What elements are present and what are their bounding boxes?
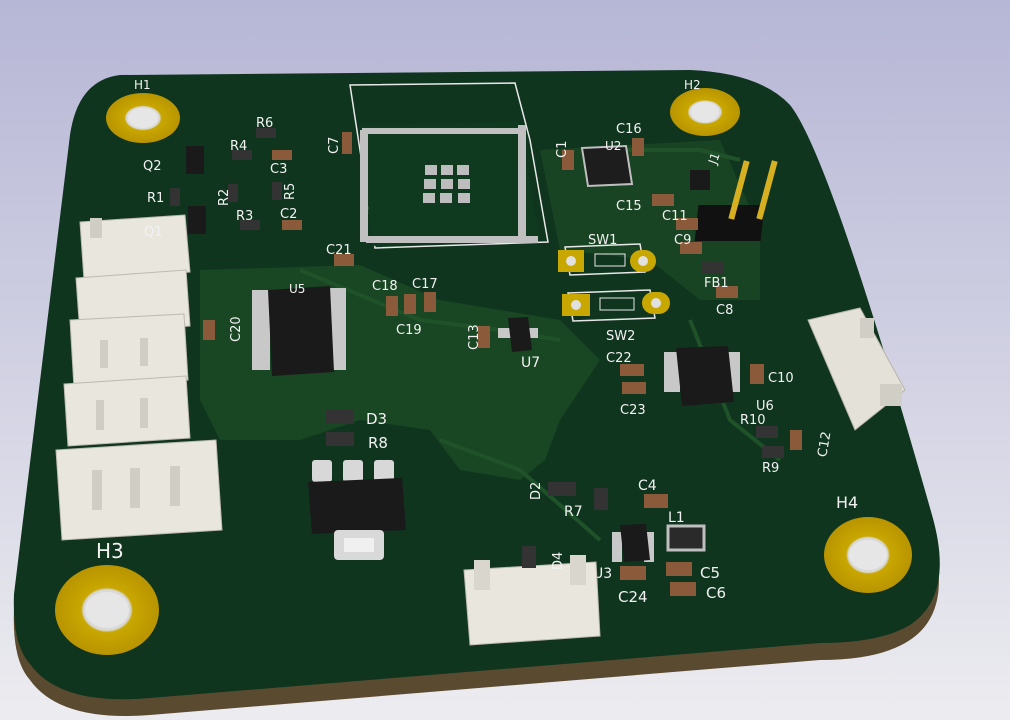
label-u5: U5 <box>289 282 305 296</box>
label-c7: C7 <box>327 137 342 154</box>
label-c9: C9 <box>674 233 691 248</box>
label-d3: D3 <box>366 410 387 428</box>
label-d2: D2 <box>529 482 544 500</box>
label-c11: C11 <box>662 209 688 224</box>
connector-left-4 <box>63 375 191 447</box>
label-c13: C13 <box>467 324 482 350</box>
label-u7: U7 <box>521 355 540 371</box>
label-c8: C8 <box>716 303 733 318</box>
label-r2: R2 <box>217 189 232 206</box>
label-c10: C10 <box>768 371 794 386</box>
label-c23: C23 <box>620 403 646 418</box>
label-d4: D4 <box>551 552 566 570</box>
label-r10: R10 <box>740 413 766 428</box>
label-c18: C18 <box>372 279 398 294</box>
label-c19: C19 <box>396 323 422 338</box>
regulator-sot223 <box>308 460 406 560</box>
label-r7: R7 <box>564 504 583 520</box>
label-c24: C24 <box>618 588 648 606</box>
mounting-hole-h4: H4 <box>824 493 912 593</box>
label-c17: C17 <box>412 277 438 292</box>
label-c6: C6 <box>706 584 726 602</box>
label-c21: C21 <box>326 243 352 258</box>
label-u3: U3 <box>593 566 612 582</box>
copper-trace <box>299 148 782 542</box>
mounting-hole-h2: H2 <box>670 78 740 136</box>
switch-sw1: SW1 <box>558 233 656 276</box>
label-l1: L1 <box>668 510 685 526</box>
label-c2: C2 <box>280 207 297 222</box>
pin-header-j1: J1 <box>694 151 778 241</box>
label-fb1: FB1 <box>704 276 729 291</box>
ic-u3: U3 <box>593 524 654 582</box>
label-h1: H1 <box>134 78 151 92</box>
connector-left-3 <box>69 313 189 389</box>
label-c22: C22 <box>606 351 632 366</box>
label-c1: C1 <box>555 141 570 158</box>
label-h2: H2 <box>684 78 701 92</box>
label-r8: R8 <box>368 434 388 452</box>
connector-right <box>807 307 906 431</box>
ic-u2: U2 <box>580 139 634 188</box>
label-c16: C16 <box>616 122 642 137</box>
label-c20: C20 <box>229 316 244 342</box>
label-r9: R9 <box>762 461 779 476</box>
label-r1: R1 <box>147 191 164 206</box>
connector-left-1 <box>79 214 191 281</box>
label-sw2: SW2 <box>606 329 635 344</box>
mounting-hole-h1: H1 <box>106 78 180 143</box>
inductor-l1: L1 <box>666 510 706 552</box>
smd-parts <box>170 128 802 596</box>
label-sw1: SW1 <box>588 233 617 248</box>
mounting-hole-h3: H3 <box>55 539 159 655</box>
label-j1: J1 <box>705 151 722 167</box>
label-c4: C4 <box>638 478 657 494</box>
label-u6: U6 <box>756 399 774 414</box>
connector-left-5 <box>55 439 223 541</box>
label-c15: C15 <box>616 199 642 214</box>
label-h3: H3 <box>96 539 124 563</box>
label-r5: R5 <box>283 183 298 200</box>
label-c5: C5 <box>700 564 720 582</box>
label-r4: R4 <box>230 139 247 154</box>
label-u2: U2 <box>605 139 621 153</box>
label-r6: R6 <box>256 116 273 131</box>
label-c3: C3 <box>270 162 287 177</box>
label-h4: H4 <box>836 493 858 512</box>
switch-sw2: SW2 <box>562 289 670 344</box>
ic-u6: U6 <box>664 346 774 414</box>
label-q2: Q2 <box>143 159 162 174</box>
label-q1: Q1 <box>144 225 163 240</box>
ic-u5: U5 <box>252 282 346 376</box>
label-c12: C12 <box>815 430 834 458</box>
label-r3: R3 <box>236 209 253 224</box>
ic-u7: U7 <box>498 317 540 371</box>
wifi-module-footprint <box>349 82 549 249</box>
connector-bottom <box>463 555 601 646</box>
